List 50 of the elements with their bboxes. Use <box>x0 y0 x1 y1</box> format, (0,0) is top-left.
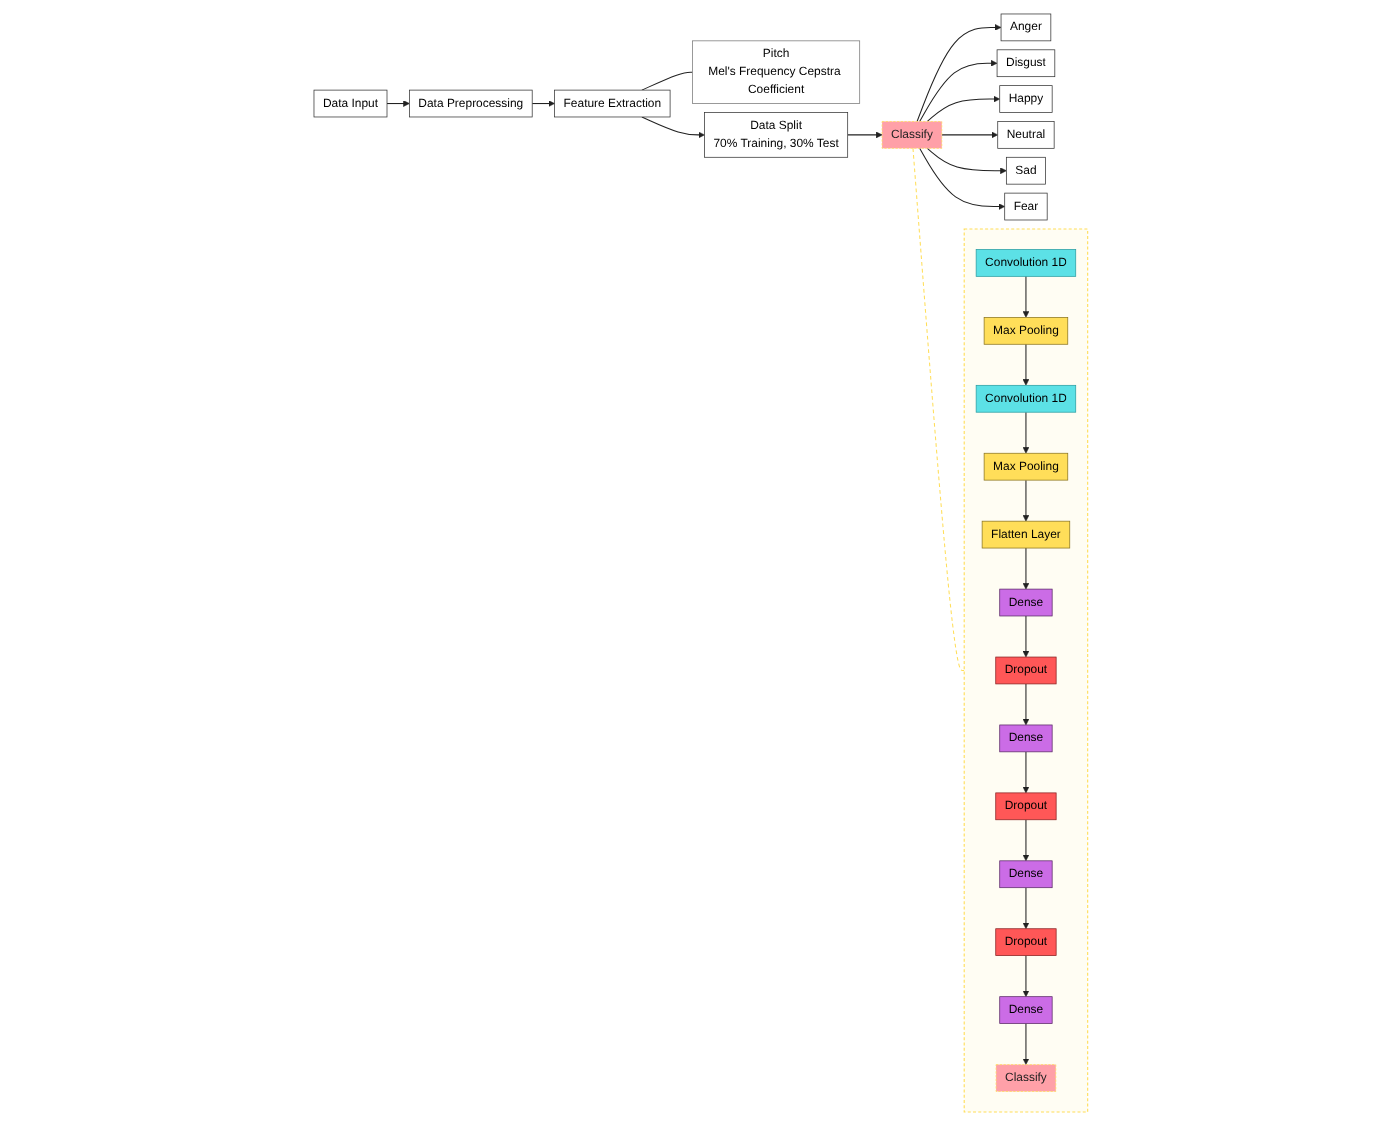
node-box <box>999 13 1051 42</box>
arrow <box>640 116 704 139</box>
arrow <box>1021 887 1029 930</box>
node-box <box>691 40 860 104</box>
node-box <box>998 85 1052 113</box>
node-box <box>1005 156 1046 185</box>
node-box <box>994 656 1056 685</box>
node-box <box>880 121 942 149</box>
node-box <box>703 112 848 158</box>
arrow <box>1021 683 1029 726</box>
arrow <box>1021 1023 1029 1065</box>
node-box <box>998 860 1052 889</box>
node-box <box>974 384 1076 413</box>
arrow <box>1021 411 1029 454</box>
connector <box>640 71 693 91</box>
arrow <box>1021 275 1029 318</box>
arrow <box>846 131 882 139</box>
node-box <box>994 928 1056 956</box>
arrow <box>925 147 1006 174</box>
arrow <box>918 147 1005 210</box>
arrow <box>915 24 1001 122</box>
arrow <box>1021 343 1029 386</box>
node-box <box>998 996 1052 1024</box>
node-box <box>408 89 532 118</box>
arrow <box>1021 615 1029 658</box>
arrow <box>1021 547 1029 590</box>
arrow <box>940 131 998 139</box>
node-box <box>982 452 1068 481</box>
arrow <box>925 95 1000 122</box>
arrow <box>1021 819 1029 862</box>
connector <box>911 147 964 671</box>
node-box <box>974 249 1076 277</box>
node-box <box>553 89 670 118</box>
node-box <box>998 588 1052 617</box>
cluster <box>962 228 1088 1113</box>
node-box <box>995 49 1055 78</box>
arrow <box>1021 751 1029 794</box>
node-box <box>994 1064 1056 1092</box>
node-box <box>980 520 1070 549</box>
arrow <box>1021 479 1029 522</box>
arrow <box>530 100 555 107</box>
node-box <box>994 792 1056 821</box>
node-box <box>312 89 387 118</box>
arrow <box>1021 955 1029 997</box>
node-box <box>996 121 1054 149</box>
node-box <box>982 317 1068 345</box>
node-box <box>998 724 1052 753</box>
node-box <box>1003 192 1047 221</box>
arrow <box>385 100 409 107</box>
arrow <box>918 59 997 122</box>
